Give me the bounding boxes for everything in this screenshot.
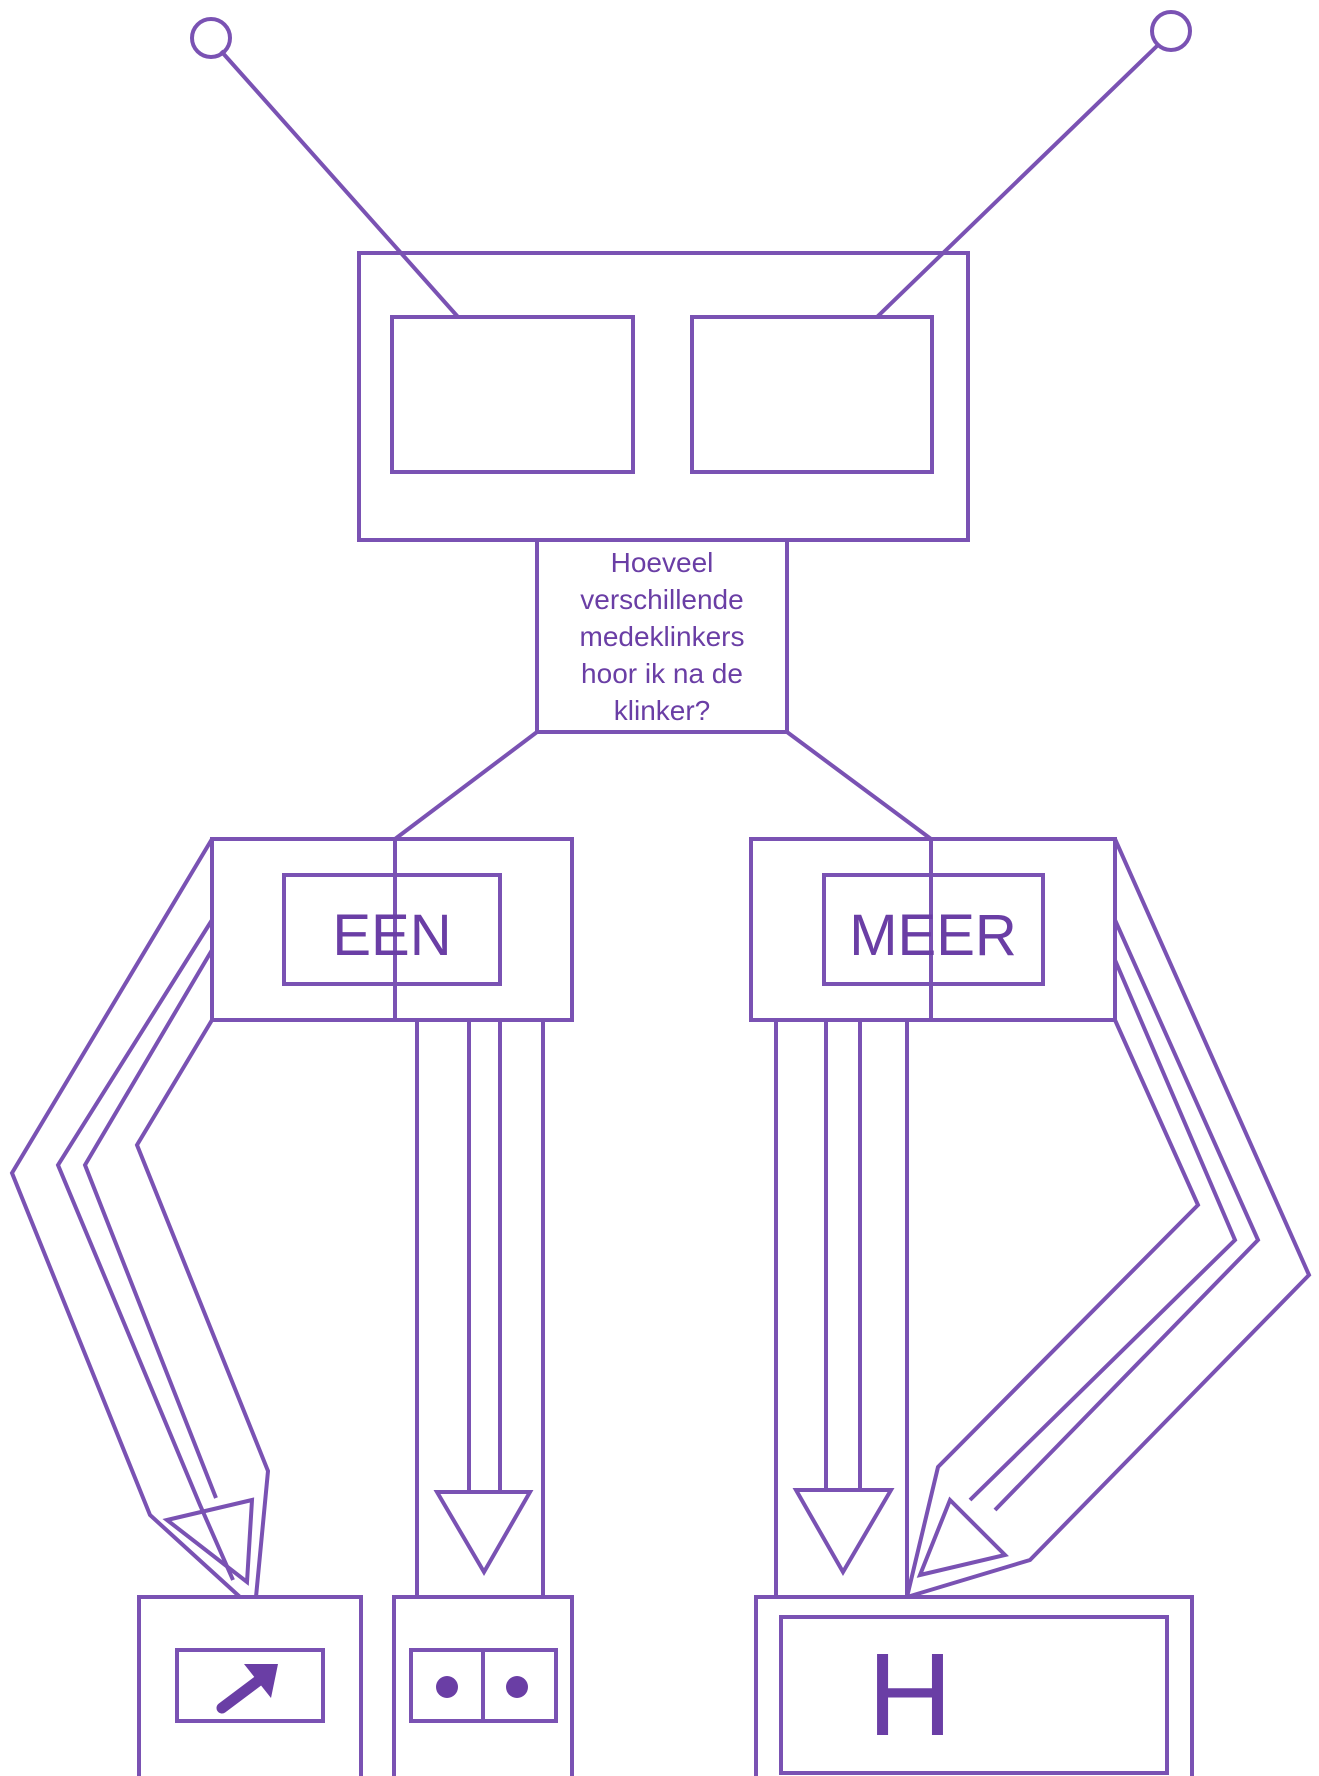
robot-head [357, 251, 970, 542]
question-line-4: hoor ik na de [581, 657, 743, 689]
meer-to-letter-card-arm [774, 1020, 909, 1597]
diagonal-up-right-arrow-icon [216, 1664, 278, 1714]
question-text: Hoeveel verschillende medeklinkers hoor … [537, 544, 787, 728]
een-box [210, 837, 574, 1022]
meer-label: MEER [849, 903, 1017, 968]
two-dots-icon [436, 1676, 528, 1698]
meer-to-letter-card-arm-curved [905, 838, 1312, 1599]
letter-card-label: H [867, 1629, 952, 1761]
een-label: EEN [332, 903, 451, 968]
question-line-1: Hoeveel [610, 546, 714, 578]
een-to-arrow-card-arm [9, 837, 271, 1599]
right-shoulder-line [785, 730, 933, 841]
question-line-5: klinker? [613, 694, 711, 726]
question-line-3: medeklinkers [579, 620, 745, 652]
right-antenna [875, 10, 1192, 319]
left-antenna [190, 17, 460, 319]
dots-card [392, 1595, 574, 1776]
een-to-dots-card-arm [415, 1020, 545, 1597]
right-eye [690, 315, 934, 474]
left-eye [390, 315, 635, 474]
question-box [535, 538, 789, 734]
question-line-2: verschillende [580, 583, 744, 615]
arrow-card [137, 1595, 363, 1776]
letter-card [754, 1595, 1194, 1776]
left-shoulder-line [393, 730, 539, 841]
meer-box [749, 837, 1117, 1022]
